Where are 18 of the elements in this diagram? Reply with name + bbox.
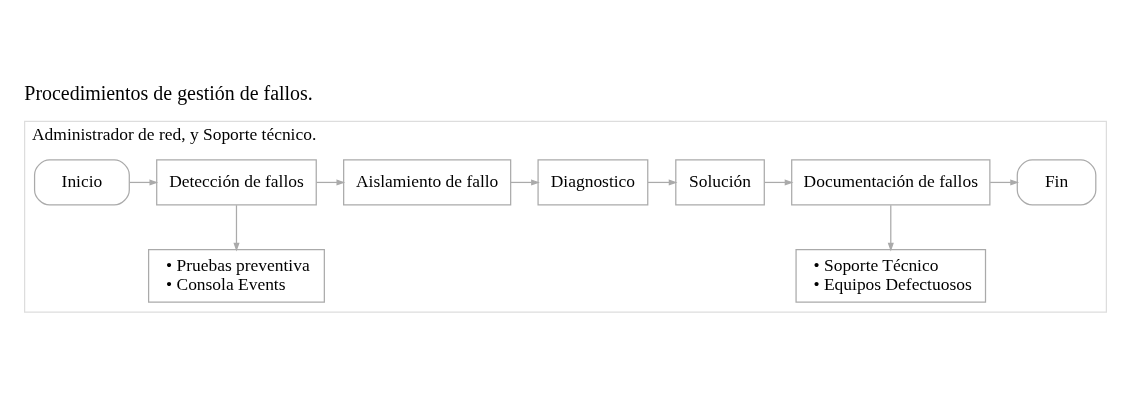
node-box: Diagnostico <box>537 158 649 205</box>
node-box: Solución <box>675 158 765 205</box>
node-box: • Soporte Técnico • Equipos Defectuosos <box>795 248 987 303</box>
arrow <box>887 204 894 252</box>
node-box: Aislamiento de fallo <box>343 158 512 205</box>
diagram-title: Procedimientos de gestión de fallos. <box>24 81 313 104</box>
node-box: • Pruebas preventiva • Consola Events <box>148 248 325 303</box>
arrow <box>989 178 1020 185</box>
node-box: Documentación de fallos <box>791 158 991 205</box>
arrow <box>510 178 540 185</box>
node-box: Fin <box>1016 158 1097 205</box>
node-box: Detección de fallos <box>156 158 317 205</box>
arrow <box>129 178 159 185</box>
arrow <box>647 178 678 185</box>
arrow <box>315 178 346 185</box>
arrow <box>233 204 240 252</box>
arrow <box>763 178 794 185</box>
node-box: Inicio <box>33 158 130 205</box>
